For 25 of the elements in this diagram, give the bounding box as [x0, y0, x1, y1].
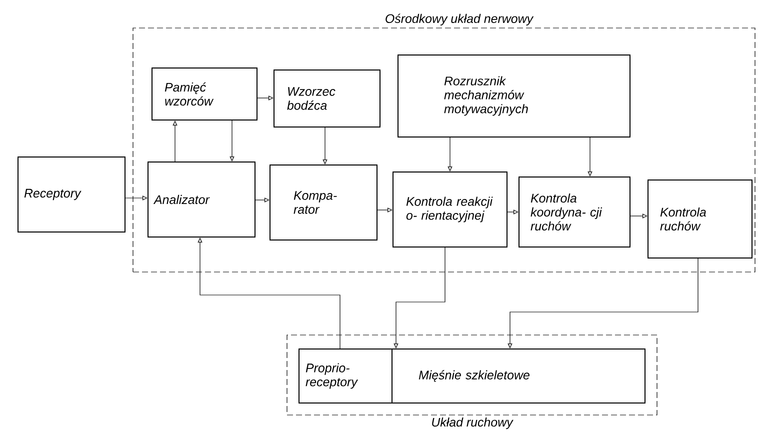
process-box: Proprio- receptory [298, 348, 392, 404]
arrow [230, 120, 234, 162]
arrow [172, 120, 178, 162]
process-box: Kontrola ruchów [648, 180, 752, 258]
process-box: Analizator [148, 162, 256, 238]
process-box: Rozrusznik mechanizmów motywacyjnych [398, 54, 630, 138]
process-box: Mięśnie szkieletowe [392, 348, 646, 404]
arrow [508, 258, 698, 348]
process-box: Kompa- rator [270, 164, 378, 240]
process-box: Receptory [18, 156, 126, 232]
arrow [255, 198, 270, 202]
arrow [448, 137, 452, 172]
arrow [377, 208, 392, 212]
process-box: Kontrola koordyna- cji ruchów [518, 176, 630, 248]
arrow [198, 238, 340, 349]
process-box: Wzorzec bodźca [274, 70, 380, 128]
arrow [507, 210, 518, 214]
arrow [322, 127, 328, 164]
arrow [394, 247, 446, 348]
arrow [257, 96, 274, 100]
arrow [588, 137, 592, 176]
process-box: Kontrola reakcji o- rientacyjnej [392, 172, 508, 248]
process-box: Pamięć wzorców [152, 68, 258, 120]
arrow [125, 196, 148, 200]
arrow [630, 214, 648, 218]
